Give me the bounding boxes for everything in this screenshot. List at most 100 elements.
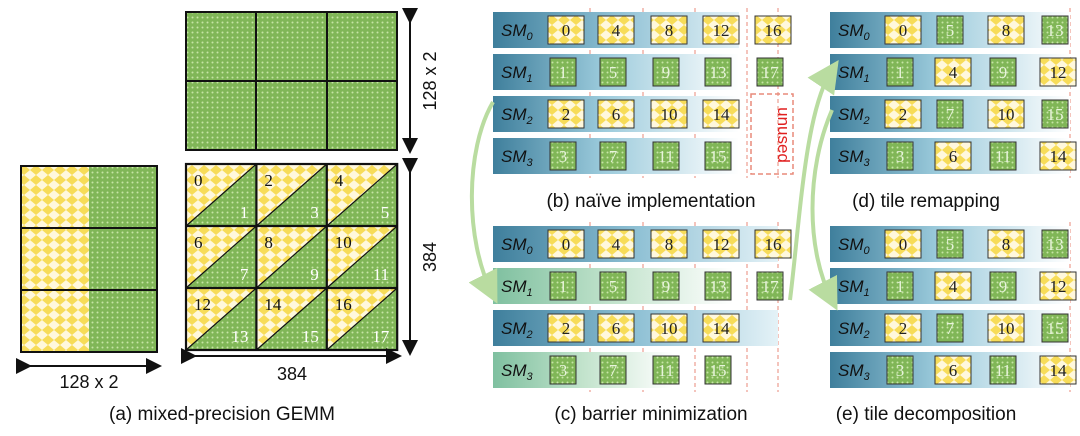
sm-label: SM0	[838, 235, 871, 257]
tile-number: 13	[710, 63, 727, 82]
tile-number: 11	[658, 147, 674, 166]
tile-number: 9	[999, 63, 1008, 82]
tile-number: 3	[896, 361, 905, 380]
green-tile: 1	[886, 271, 914, 301]
output-tile: 23	[256, 163, 328, 227]
yellow-tile: 4	[934, 271, 972, 301]
yellow-tile: 0	[547, 229, 585, 259]
tile-number: 0	[899, 235, 908, 254]
tile-number: 15	[1047, 105, 1064, 124]
yellow-tile: 6	[934, 355, 972, 385]
green-tile: 13	[704, 57, 732, 87]
yellow-tile: 14	[702, 99, 740, 129]
caption-e: (e) tile decomposition	[836, 404, 1017, 425]
tile-number: 14	[1050, 361, 1068, 380]
tile-number: 8	[665, 21, 674, 40]
tile-number: 1	[559, 63, 568, 82]
tile-number: 1	[896, 277, 905, 296]
sm-row-bar	[493, 352, 673, 388]
out-height-label: 384	[420, 242, 440, 272]
tile-number: 5	[946, 235, 955, 254]
green-tile: 15	[1041, 99, 1069, 129]
green-tile: 9	[989, 57, 1017, 87]
sm-label: SM3	[838, 361, 871, 383]
output-tile: 01	[185, 163, 257, 227]
tile-number: 7	[946, 319, 955, 338]
tile-number: 5	[609, 63, 618, 82]
tile-number: 13	[1047, 235, 1064, 254]
yellow-tile: 0	[547, 15, 585, 45]
unused-slot: unused	[750, 93, 794, 175]
sm-label: SM2	[501, 319, 533, 341]
green-tile: 13	[1041, 229, 1069, 259]
tile-number: 8	[665, 235, 674, 254]
sm-label: SM1	[501, 63, 533, 85]
tile-number-lower: 11	[373, 265, 389, 284]
sm-label: SM0	[501, 21, 534, 43]
green-tile: 9	[989, 271, 1017, 301]
tile-number: 9	[662, 63, 671, 82]
green-tile: 15	[704, 141, 732, 171]
left-width-label: 128 x 2	[59, 372, 118, 392]
sm-label: SM0	[501, 235, 534, 257]
yellow-tile: 12	[1039, 271, 1077, 301]
sm-label: SM2	[838, 319, 870, 341]
output-tile: 67	[185, 225, 257, 289]
sm-label: SM3	[501, 361, 534, 383]
tile-number-upper: 14	[264, 295, 282, 314]
green-tile: 11	[989, 141, 1017, 171]
tile-number: 4	[612, 21, 621, 40]
green-tile: 5	[936, 229, 964, 259]
green-tile: 15	[704, 355, 732, 385]
yellow-tile: 14	[1039, 355, 1077, 385]
tile-number: 15	[1047, 319, 1064, 338]
caption-c: (c) barrier minimization	[554, 404, 747, 425]
yellow-tile: 8	[650, 15, 688, 45]
tile-number: 14	[713, 319, 731, 338]
flow-arrow-c-to-d	[788, 60, 839, 301]
tile-number: 0	[562, 21, 571, 40]
green-tile: 7	[599, 141, 627, 171]
green-tile: 1	[549, 271, 577, 301]
yellow-tile: 10	[987, 99, 1025, 129]
tile-number-upper: 0	[194, 171, 203, 190]
yellow-tile: 8	[987, 229, 1025, 259]
tile-number: 5	[946, 21, 955, 40]
yellow-tile: 14	[702, 313, 740, 343]
tile-number-lower: 7	[240, 265, 249, 284]
tile-number: 7	[609, 361, 618, 380]
tile-number: 11	[995, 361, 1011, 380]
tile-number: 10	[998, 319, 1015, 338]
green-tile: 7	[936, 99, 964, 129]
sm-row: SM2271015x	[830, 310, 1070, 346]
tile-number-upper: 6	[194, 233, 203, 252]
tile-number-upper: 16	[335, 295, 352, 314]
yellow-tile: 6	[597, 99, 635, 129]
tile-number: 0	[562, 235, 571, 254]
output-tile: 45	[326, 163, 398, 227]
tile-number: 0	[899, 21, 908, 40]
green-tile: 13	[704, 271, 732, 301]
yellow-tile: 12	[702, 229, 740, 259]
green-tile: 1	[886, 57, 914, 87]
sm-label: SM3	[838, 147, 871, 169]
tile-number-upper: 10	[335, 233, 352, 252]
tile-number: 8	[1002, 235, 1011, 254]
tile-number: 1	[559, 277, 568, 296]
tile-number-lower: 17	[372, 327, 390, 346]
out-width-label: 384	[277, 364, 307, 384]
green-tile: 7	[599, 355, 627, 385]
tile-number-lower: 1	[240, 203, 249, 222]
green-tile: 5	[936, 15, 964, 45]
tile-number: 16	[765, 235, 782, 254]
